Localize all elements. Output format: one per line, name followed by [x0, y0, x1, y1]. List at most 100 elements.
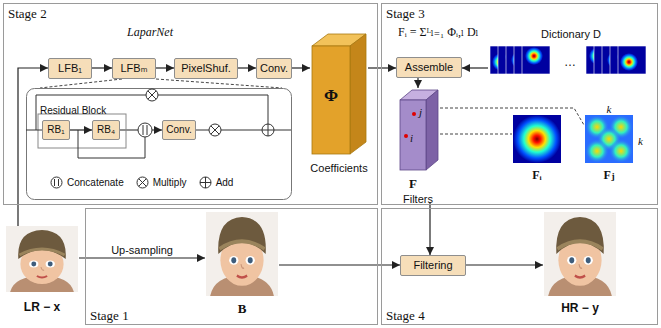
legend-symbol: [136, 176, 149, 189]
connector: [466, 264, 543, 265]
node-text: Φ: [324, 86, 338, 106]
photo-frame: LR − x: [5, 226, 79, 318]
connector: [156, 67, 174, 68]
node-text: Residual Block: [40, 105, 106, 117]
node-text: F: [409, 177, 417, 192]
shape-part: [350, 34, 366, 154]
node-shape: [310, 32, 368, 182]
shape-part: [522, 46, 550, 74]
add-symbol: [262, 124, 274, 136]
node-text: LFB₁: [58, 62, 82, 75]
shape-part: [246, 256, 255, 265]
text-slot: Filters: [403, 189, 433, 207]
node-text: PixelShuf.: [181, 62, 231, 75]
shape-part: [206, 212, 278, 296]
stage-panel: Stage 2 LFB₁ LFBₘ PixelShuf. Conv. Φ Coefficie…: [3, 3, 378, 205]
shape-part: [382, 4, 658, 205]
connector: [440, 108, 584, 125]
multiply-symbol: [209, 124, 221, 136]
node-text: Stage 2: [8, 7, 47, 22]
connector: [18, 68, 48, 226]
shape-part: [18, 230, 66, 259]
shape-part: [211, 126, 219, 134]
shape-part: [237, 276, 247, 278]
shape-part: [400, 90, 438, 170]
shape-part: [27, 89, 292, 200]
node-text: Conv.: [260, 62, 288, 75]
shape-part: [37, 276, 47, 278]
connector: [429, 202, 430, 255]
shape-part: [200, 177, 211, 188]
shape-part: [138, 123, 152, 137]
connector: [70, 129, 92, 130]
shape-part: [41, 267, 44, 270]
text-slot: Stage 2: [8, 4, 47, 22]
node-shape: [396, 88, 440, 202]
shape-part: [31, 262, 36, 267]
shape-part: [248, 257, 253, 263]
shape-part: [382, 209, 658, 325]
text-slot: Φ: [324, 86, 338, 106]
node-text: Coefficients: [310, 162, 367, 175]
filter-heatmap: Fⱼ: [584, 115, 634, 179]
shape-part: [137, 177, 148, 188]
shape-part: [585, 115, 633, 163]
stage-panel: Stage 1B: [85, 208, 378, 325]
shape-part: [231, 257, 236, 263]
legend-item: Add: [199, 176, 234, 189]
text-slot: k: [638, 131, 643, 149]
shape-part: [262, 124, 274, 136]
process-box: LFBₘ: [112, 58, 156, 79]
shape-part: [513, 115, 561, 163]
filter-tensor: FFilters: [396, 88, 440, 202]
shape-part: [382, 4, 658, 205]
photo-frame: B: [205, 212, 279, 322]
node-text: B: [238, 302, 247, 317]
legend-text: Multiply: [153, 177, 187, 189]
connector: [238, 67, 256, 68]
annotation-label: j: [419, 106, 422, 119]
text-slot: B: [238, 299, 247, 317]
node-text: Dictionary D: [541, 28, 601, 41]
text-slot: F: [409, 174, 417, 192]
legend-item: Concatenate: [50, 176, 124, 189]
edge-label: Up-sampling: [109, 244, 175, 257]
legend-text: Add: [216, 177, 234, 189]
node-text: Fⱼ: [603, 169, 614, 183]
legend-symbol: [199, 176, 212, 189]
text-slot: Residual Block: [40, 100, 106, 118]
node-text: Filtering: [413, 259, 452, 272]
shape-part: [38, 114, 126, 148]
baby-photo: [544, 212, 616, 296]
shape-part: [19, 249, 64, 255]
annotation-label: k: [607, 103, 612, 116]
shape-part: [544, 212, 616, 296]
shape-part: [6, 226, 78, 292]
shape-part: [86, 209, 378, 325]
shape-part: [4, 4, 378, 205]
shape-part: [556, 217, 604, 254]
photo-frame: HR − y: [543, 212, 617, 322]
shape-part: [586, 257, 591, 263]
text-slot: Coefficients: [310, 158, 367, 176]
shape-part: [312, 34, 366, 154]
node-text: Stage 4: [386, 309, 425, 324]
connector: [40, 79, 122, 88]
shape-part: [143, 125, 147, 135]
connector: [440, 134, 512, 135]
concat-symbol: [138, 123, 152, 137]
shape-part: [209, 124, 221, 136]
shape-part: [513, 115, 561, 163]
dictionary-stack: Dictionary D: [488, 22, 655, 88]
shape-part: [29, 261, 38, 268]
text-slot: Stage 4: [386, 306, 425, 324]
process-box: RB₁: [42, 120, 70, 140]
shape-part: [575, 276, 585, 278]
shape-part: [579, 264, 582, 268]
baby-photo: [6, 226, 78, 292]
shape-part: [569, 257, 574, 263]
node-text: LR − x: [24, 301, 60, 315]
shape-part: [525, 47, 543, 65]
shape-part: [585, 115, 633, 163]
